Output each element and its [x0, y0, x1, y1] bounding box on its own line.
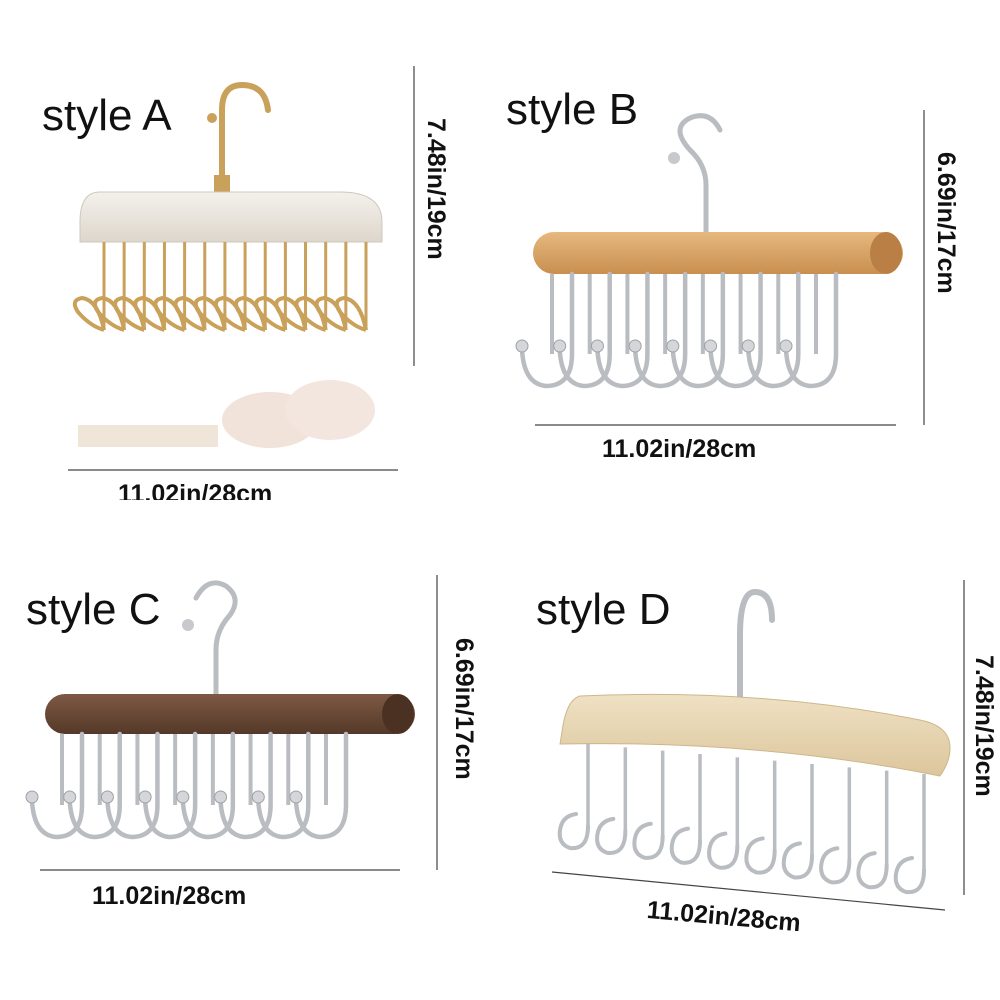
style-c-hook: [289, 731, 349, 840]
style-d-hook: [632, 750, 665, 860]
style-d-hook: [557, 744, 590, 851]
style-d-hook: [669, 754, 702, 865]
style-b-width-label: 11.02in/28cm: [602, 435, 757, 463]
style-d-hook: [781, 764, 814, 880]
style-b-height-label: 6.69in/17cm: [932, 152, 960, 294]
style-b-hooks: [515, 271, 839, 389]
style-a-hanger-image: [68, 66, 415, 471]
style-b-bar: [533, 232, 903, 274]
style-b-top-hook: [677, 113, 723, 235]
style-d-hooks: [557, 744, 926, 895]
style-b-title: style B: [506, 85, 639, 134]
style-c-title: style C: [26, 585, 161, 634]
style-b-hook: [628, 271, 688, 389]
style-c-hook: [176, 731, 236, 840]
style-c-panel: style C 11.02in/28cm 6.69in/17cm: [0, 500, 500, 1000]
style-c-hook: [25, 731, 85, 840]
style-a-hooks: [72, 242, 368, 332]
style-c-top-hook: [193, 580, 238, 699]
style-d-panel: style D 11.02in/28cm 7.48in/19cm: [500, 500, 1000, 1000]
style-d-hook: [707, 757, 740, 870]
style-a-bar: [79, 191, 383, 243]
style-d-bar: [559, 693, 951, 777]
style-a-title: style A: [42, 91, 172, 140]
style-b-hook: [779, 271, 839, 389]
style-d-hook: [856, 770, 889, 890]
style-d-hook: [744, 760, 777, 875]
style-a-top-hook: [219, 81, 271, 193]
style-a-width-label: 11.02in/28cm: [118, 480, 273, 501]
style-b-panel: style B 11.02in/28cm 6.69in/17cm: [500, 0, 1000, 500]
style-a-height-label: 7.48in/19cm: [422, 118, 450, 260]
style-d-hook: [819, 767, 852, 885]
style-b-hook: [666, 271, 726, 389]
style-c-hook: [100, 731, 160, 840]
style-b-hook: [741, 271, 801, 389]
style-c-hook: [138, 731, 198, 840]
style-c-hook: [251, 731, 311, 840]
style-b-hook: [704, 271, 763, 389]
style-c-hanger-image: [25, 575, 438, 871]
style-a-hook: [72, 242, 106, 332]
style-c-height-label: 6.69in/17cm: [450, 638, 478, 780]
style-d-width-line: [551, 871, 946, 911]
style-a-hook: [334, 242, 368, 332]
style-b-hanger-image: [515, 110, 925, 426]
style-c-bar: [45, 694, 415, 734]
style-d-title: style D: [536, 585, 671, 634]
style-c-hook: [214, 731, 273, 840]
style-a-panel: style A 11.02in/28cm 7.48in/19cm: [0, 0, 500, 500]
style-d-hook: [893, 774, 926, 895]
style-b-hook: [515, 271, 575, 389]
style-c-hooks: [25, 731, 349, 840]
style-c-width-label: 11.02in/28cm: [92, 882, 247, 910]
style-b-hook: [590, 271, 650, 389]
style-c-hook: [63, 731, 122, 840]
style-d-height-label: 7.48in/19cm: [970, 655, 998, 797]
style-d-hanger-image: [551, 580, 965, 911]
style-b-hook: [553, 271, 612, 389]
style-d-top-hook: [737, 588, 775, 703]
style-d-hook: [595, 747, 628, 855]
